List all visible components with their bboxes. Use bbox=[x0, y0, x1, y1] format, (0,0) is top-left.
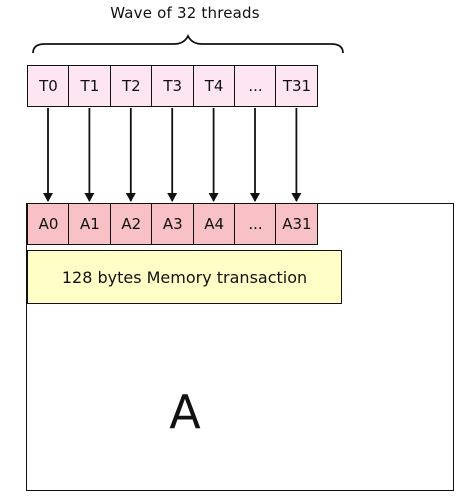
address-cell: A31 bbox=[275, 203, 319, 245]
thread-cell: T4 bbox=[192, 65, 236, 107]
address-cell: A1 bbox=[68, 203, 112, 245]
address-cell: A2 bbox=[109, 203, 153, 245]
thread-cell: T31 bbox=[275, 65, 319, 107]
thread-row: T0 T1 T2 T3 T4 ... T31 bbox=[27, 65, 319, 107]
address-cell: A3 bbox=[151, 203, 195, 245]
address-cell: A4 bbox=[192, 203, 236, 245]
thread-cell: T3 bbox=[151, 65, 195, 107]
thread-cell: T2 bbox=[109, 65, 153, 107]
thread-cell: ... bbox=[234, 65, 278, 107]
address-row: A0 A1 A2 A3 A4 ... A31 bbox=[27, 203, 319, 245]
address-cell: A0 bbox=[27, 203, 70, 245]
memory-transaction-box: 128 bytes Memory transaction bbox=[27, 250, 342, 304]
region-label: A bbox=[169, 385, 201, 439]
diagram-title: Wave of 32 threads bbox=[110, 4, 260, 22]
wave-brace bbox=[32, 33, 344, 54]
thread-cell: T0 bbox=[27, 65, 70, 107]
address-cell: ... bbox=[234, 203, 278, 245]
